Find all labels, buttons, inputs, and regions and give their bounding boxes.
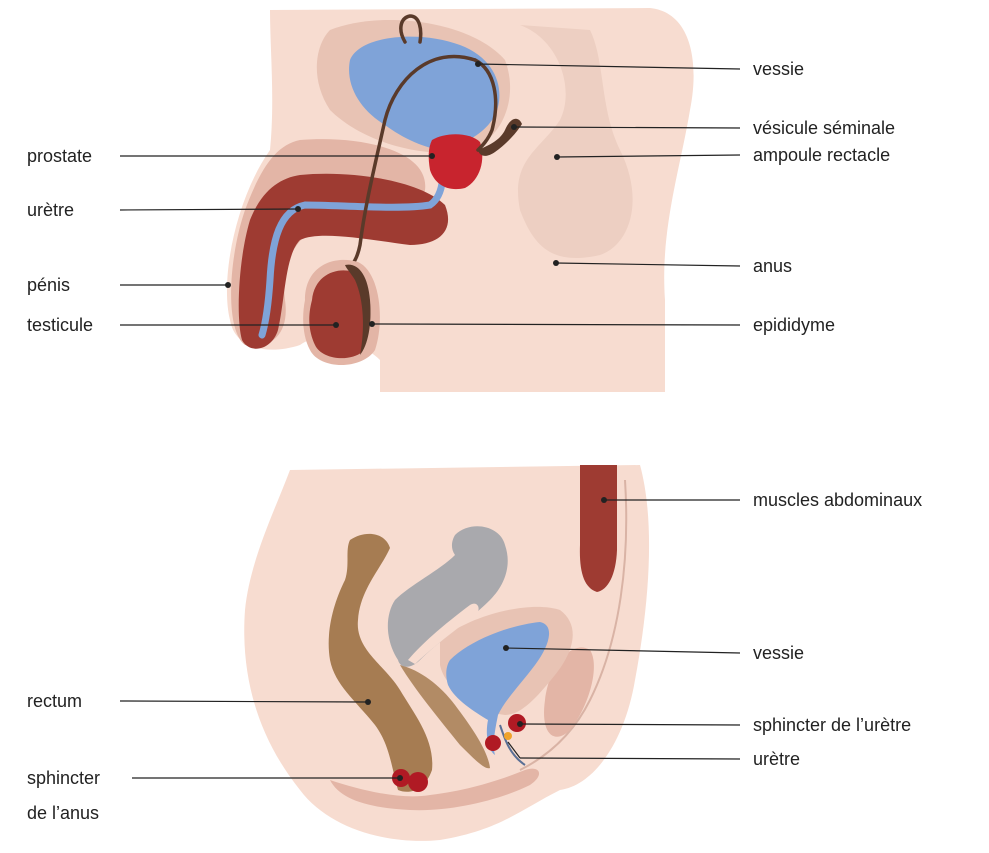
leader-dot <box>554 154 560 160</box>
label-prostate: prostate <box>27 146 92 166</box>
urethral-sphincter-upper <box>508 714 526 732</box>
leader-dot <box>503 645 509 651</box>
label-vesicule-seminale: vésicule séminale <box>753 118 895 138</box>
leader-dot <box>601 497 607 503</box>
label-vessie-bottom: vessie <box>753 643 804 663</box>
leader-dot <box>365 699 371 705</box>
urethral-sphincter-ring <box>504 732 512 740</box>
label-anus: anus <box>753 256 792 276</box>
leader-dot <box>553 260 559 266</box>
label-penis: pénis <box>27 275 70 295</box>
label-ampoule-rectale: ampoule rectacle <box>753 145 890 165</box>
leader-dot <box>333 322 339 328</box>
female-pelvis-illustration <box>244 465 649 841</box>
label-vessie-top: vessie <box>753 59 804 79</box>
label-sphincter-anus-line1: sphincter <box>27 768 100 788</box>
leader-dot <box>517 721 523 727</box>
male-pelvis-illustration <box>227 8 694 392</box>
label-rectum: rectum <box>27 691 82 711</box>
label-uretre-top: urètre <box>27 200 74 220</box>
urethral-sphincter-lower <box>485 735 501 751</box>
leader-dot <box>295 206 301 212</box>
anal-sphincter-right <box>408 772 428 792</box>
label-uretre-bottom: urètre <box>753 749 800 769</box>
label-muscles-abdominaux: muscles abdominaux <box>753 490 922 510</box>
leader-dot <box>397 775 403 781</box>
abdominal-muscles <box>580 465 617 592</box>
leader-dot <box>475 61 481 67</box>
leader-dot <box>429 153 435 159</box>
leader-dot <box>511 124 517 130</box>
leader-dot <box>369 321 375 327</box>
label-epididyme: epididyme <box>753 315 835 335</box>
leader-dot <box>225 282 231 288</box>
label-sphincter-anus-line2: de l’anus <box>27 803 99 823</box>
label-sphincter-uretre: sphincter de l’urètre <box>753 715 911 735</box>
label-testicule: testicule <box>27 315 93 335</box>
